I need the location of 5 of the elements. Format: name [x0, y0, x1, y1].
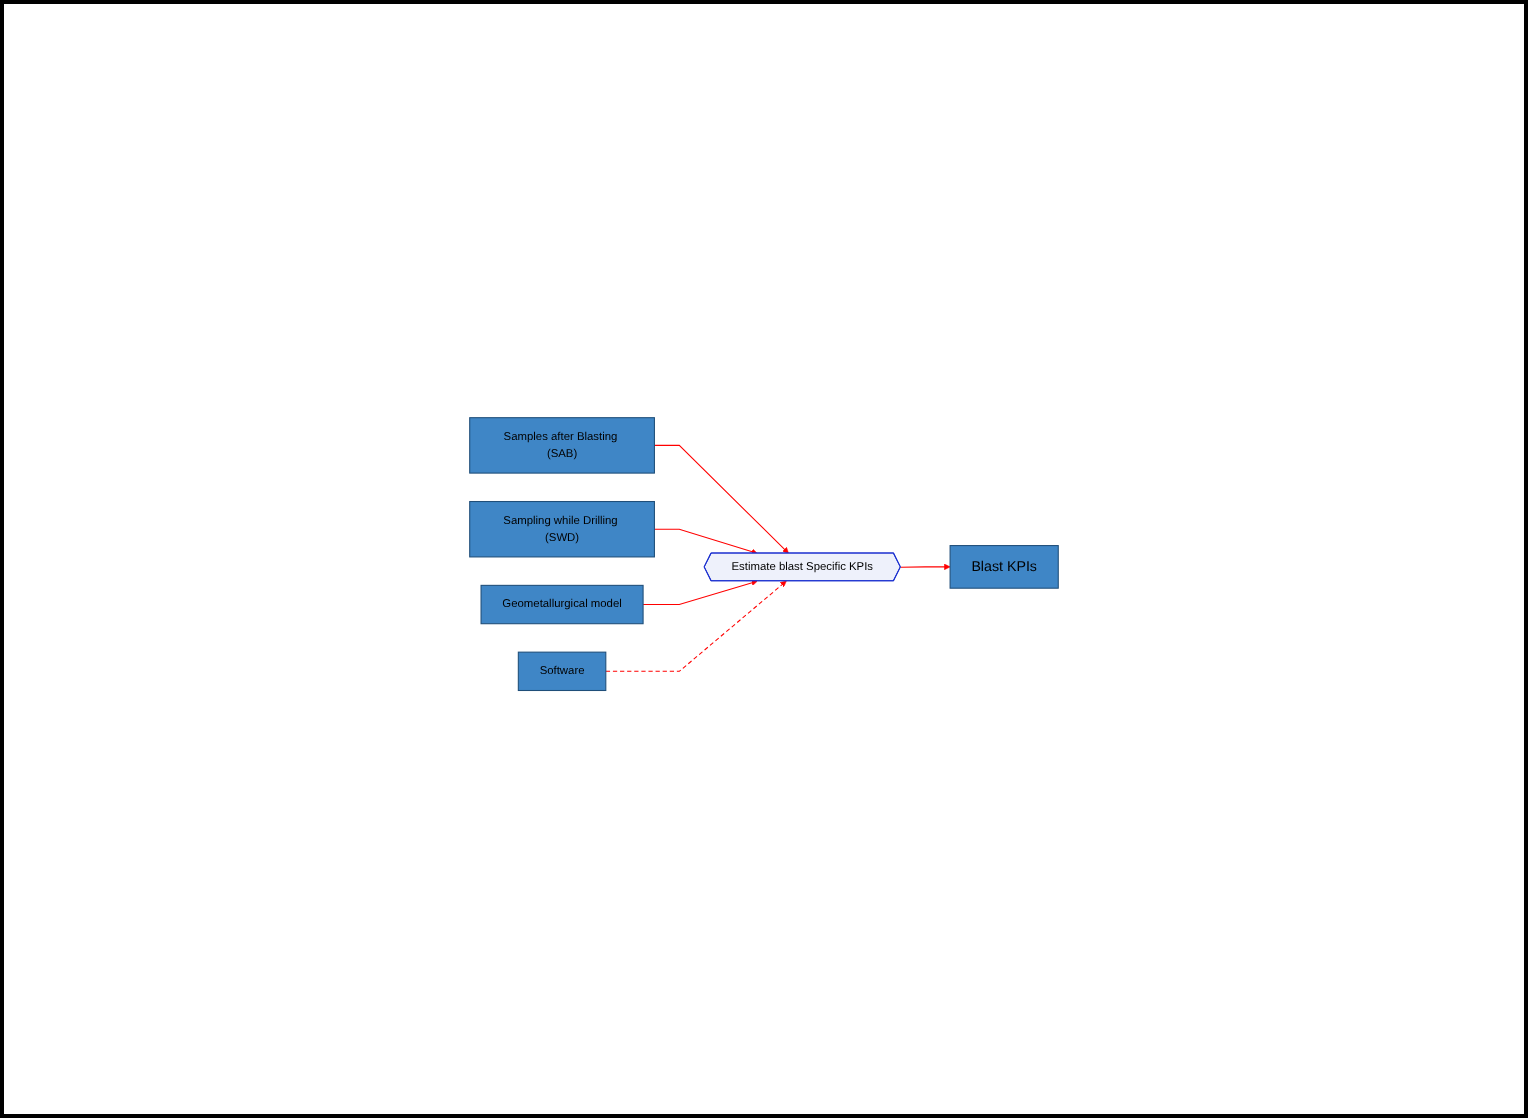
arrow — [642, 579, 758, 605]
arrow — [900, 563, 951, 570]
arrow — [653, 444, 789, 554]
arrow — [653, 528, 758, 555]
arrow — [605, 580, 787, 672]
